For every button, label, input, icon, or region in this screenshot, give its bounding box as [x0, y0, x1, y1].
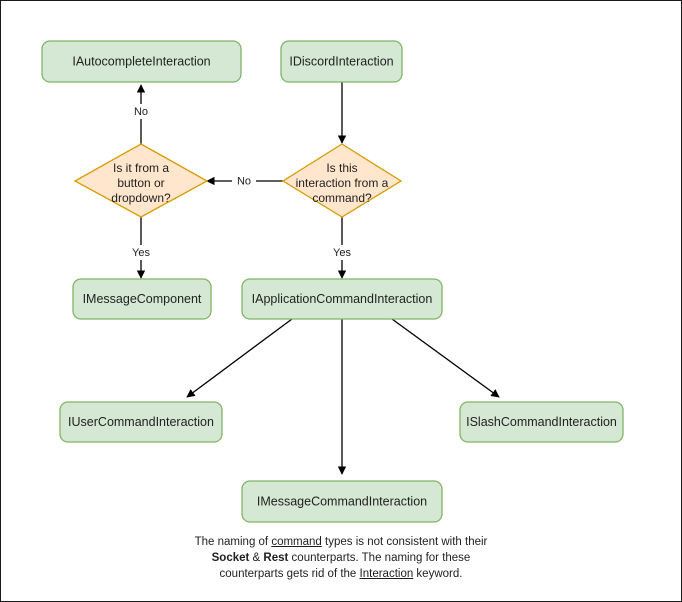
caption-line-1: The naming of command types is not consi… [51, 534, 631, 550]
edge-button-or-dropdown-to-message-component: Yes [128, 217, 155, 279]
edge-label-yes-left: Yes [132, 247, 150, 259]
edge-button-or-dropdown-to-autocomplete: No [129, 84, 153, 144]
edge-label-no-left: No [237, 175, 251, 187]
node-decision-button-or-dropdown[interactable]: Is it from a button or dropdown? [73, 143, 209, 218]
edge-app-command-to-user-command [186, 318, 293, 398]
decision-button-or-dropdown-line-1: Is it from a [113, 161, 169, 175]
caption-line-1-text-a: The naming of [194, 536, 272, 548]
caption-line-2: Socket & Rest counterparts. The naming f… [51, 550, 631, 566]
decision-from-command-line-3: command? [312, 191, 372, 205]
edge-label-no-up: No [134, 106, 148, 118]
decision-button-or-dropdown-line-3: dropdown? [111, 191, 171, 205]
caption-line-1-text-b: types is not consistent with their [321, 536, 488, 548]
caption-bold-socket: Socket [211, 552, 250, 564]
node-label-discord-interaction: IDiscordInteraction [289, 54, 393, 68]
node-label-slash-command-interaction: ISlashCommandInteraction [466, 415, 617, 429]
caption-underline-interaction: Interaction [359, 568, 414, 580]
caption-bold-rest: Rest [263, 552, 289, 564]
node-user-command-interaction[interactable]: IUserCommandInteraction [59, 401, 223, 443]
edge-from-command-to-app-command: Yes [329, 217, 356, 279]
node-label-user-command-interaction: IUserCommandInteraction [68, 415, 214, 429]
node-message-component[interactable]: IMessageComponent [72, 278, 212, 320]
node-label-message-component: IMessageComponent [83, 292, 202, 306]
node-message-command-interaction[interactable]: IMessageCommandInteraction [241, 480, 443, 523]
decision-from-command-line-1: Is this [326, 161, 357, 175]
node-application-command-interaction[interactable]: IApplicationCommandInteraction [241, 278, 443, 320]
decision-button-or-dropdown-line-2: button or [117, 176, 164, 190]
caption-line-2-text: counterparts. The naming for these [288, 552, 471, 564]
caption-line-3-text-a: counterparts gets rid of the [219, 568, 360, 580]
decision-from-command-line-2: interaction from a [296, 176, 389, 190]
caption-underline-command: command [271, 536, 322, 548]
edge-label-yes-right: Yes [333, 247, 351, 259]
node-slash-command-interaction[interactable]: ISlashCommandInteraction [459, 401, 624, 443]
caption-ampersand: & [249, 552, 264, 564]
node-decision-from-command[interactable]: Is this interaction from a command? [281, 143, 403, 218]
diagram-caption: The naming of command types is not consi… [51, 534, 631, 582]
caption-line-3-text-b: keyword. [413, 568, 463, 580]
node-discord-interaction[interactable]: IDiscordInteraction [280, 40, 403, 83]
caption-line-3: counterparts gets rid of the Interaction… [51, 566, 631, 582]
node-label-autocomplete-interaction: IAutocompleteInteraction [72, 54, 210, 68]
edge-app-command-to-slash-command [391, 318, 500, 398]
edge-from-command-to-button-or-dropdown: No [206, 173, 283, 188]
node-label-application-command-interaction: IApplicationCommandInteraction [252, 292, 433, 306]
node-label-message-command-interaction: IMessageCommandInteraction [257, 494, 427, 508]
node-autocomplete-interaction[interactable]: IAutocompleteInteraction [41, 40, 242, 83]
